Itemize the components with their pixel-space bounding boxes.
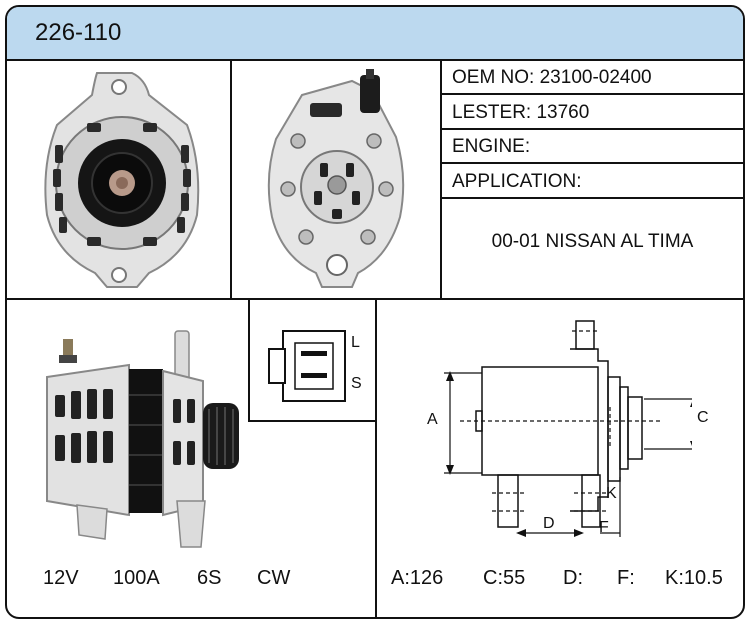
dimension-drawing	[444, 320, 692, 537]
application-label: APPLICATION:	[452, 171, 582, 192]
alternator-side-photo	[46, 330, 239, 548]
divider	[440, 93, 743, 95]
engine-label: ENGINE:	[452, 136, 531, 157]
divider	[440, 197, 743, 199]
oem-number: OEM NO: 23100-02400	[452, 67, 652, 88]
alternator-rear-photo	[267, 69, 405, 288]
header-bar: 226-110	[7, 7, 743, 61]
product-card: 226-110 OEM NO: 23100-02400 LESTER: 1376…	[5, 5, 745, 619]
lester-number: LESTER: 13760	[452, 102, 590, 123]
connector-label-l: L	[351, 334, 360, 351]
divider	[440, 128, 743, 130]
spec-amperage: 100A	[113, 567, 160, 589]
dim-label-k: K	[606, 485, 617, 502]
dim-label-d: D	[543, 515, 555, 532]
connector-label-s: S	[351, 375, 362, 392]
dim-label-a: A	[427, 411, 438, 428]
divider	[248, 300, 250, 422]
dim-value-a: A:126	[391, 567, 444, 589]
part-number: 226-110	[35, 19, 122, 46]
divider	[230, 59, 232, 300]
dim-value-k: K:10.5	[665, 567, 723, 589]
divider	[375, 300, 377, 617]
dim-label-f: F	[599, 519, 609, 536]
dim-value-d: D:	[563, 567, 583, 589]
spec-voltage: 12V	[43, 567, 79, 589]
application-value: 00-01 NISSAN AL TIMA	[491, 231, 694, 252]
divider	[440, 59, 442, 300]
alternator-front-photo	[44, 72, 200, 288]
divider	[440, 162, 743, 164]
dim-label-c: C	[697, 409, 709, 426]
dim-value-c: C:55	[483, 567, 526, 589]
spec-pulley: 6S	[197, 567, 222, 589]
dim-value-f: F:	[617, 567, 635, 589]
divider	[7, 298, 743, 300]
divider	[248, 420, 377, 422]
connector-diagram	[268, 330, 346, 402]
spec-rotation: CW	[257, 567, 291, 589]
